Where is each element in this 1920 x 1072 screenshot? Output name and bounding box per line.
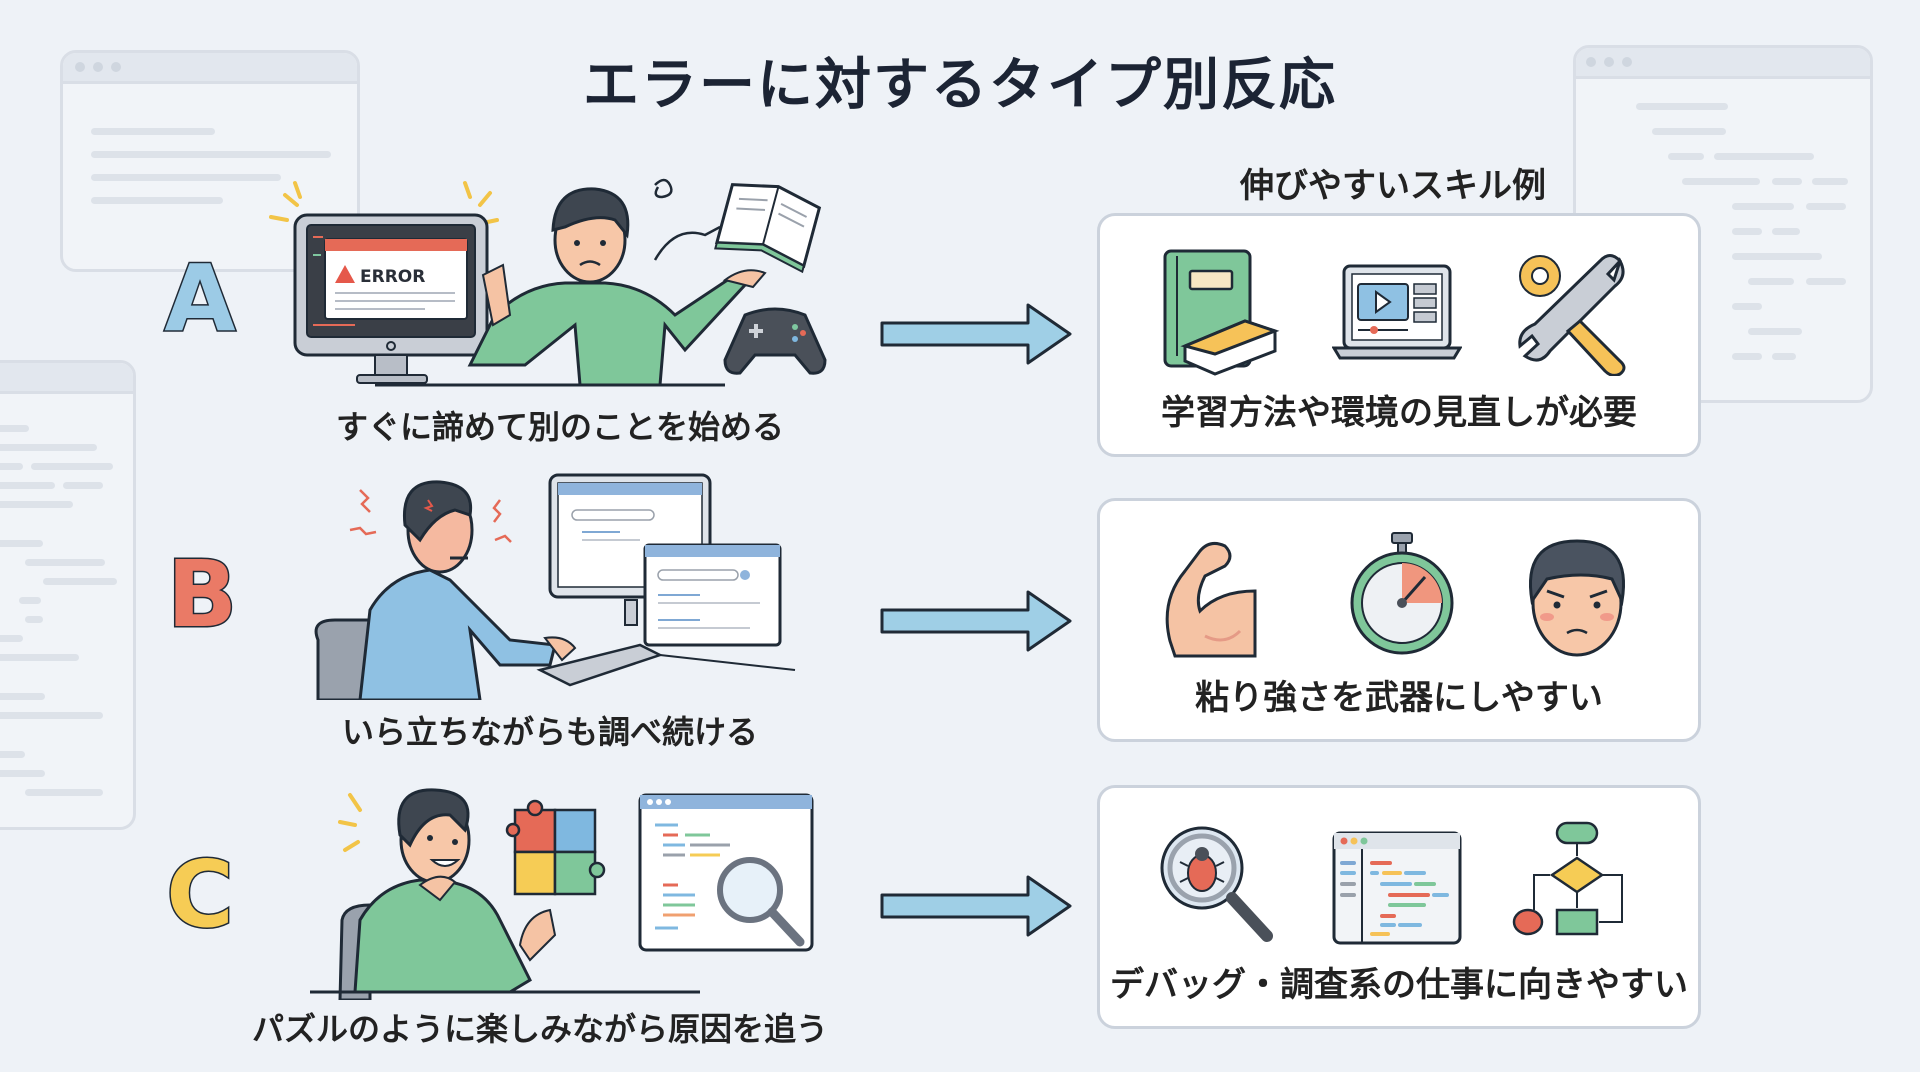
type-c-letter: C — [165, 852, 236, 932]
illustration-type-b — [314, 473, 796, 700]
arrow-type-c — [880, 875, 1072, 937]
smiling-person-icon — [353, 788, 557, 994]
game-controller-icon — [723, 307, 827, 375]
background-window-left — [0, 360, 136, 830]
arrow-type-a — [880, 303, 1072, 365]
skill-card-type-a: 学習方法や環境の見直しが必要 — [1097, 213, 1701, 457]
skills-heading: 伸びやすいスキル例 — [1240, 166, 1546, 206]
skill-card-type-b: 粘り強さを武器にしやすい — [1097, 498, 1701, 742]
frustrated-person-typing-icon — [358, 480, 577, 700]
anger-lines-icon — [349, 489, 512, 543]
bug-magnifier-icon — [1160, 826, 1273, 942]
type-a-letter-text: A — [164, 258, 235, 338]
confused-person-icon — [467, 187, 767, 387]
books-icon — [1163, 249, 1280, 376]
skill-card-type-c: デバッグ・調査系の仕事に向きやすい — [1097, 785, 1701, 1029]
type-a-reaction: すぐに諦めて別のことを始める — [335, 408, 784, 446]
idea-sparkle-icon — [338, 793, 362, 852]
puzzle-icon — [505, 799, 606, 896]
background-window-top-left — [60, 50, 360, 272]
determined-face-icon — [1529, 539, 1625, 657]
illustration-type-a: ERROR — [269, 178, 827, 387]
type-c-reaction: パズルのように楽しみながら原因を追う — [251, 1010, 828, 1048]
background-window-top-right — [1573, 45, 1873, 403]
type-a-letter: A — [163, 258, 237, 338]
skill-label-type-c: デバッグ・調査系の仕事に向きやすい — [1110, 965, 1688, 1005]
arrow-type-b — [880, 590, 1072, 652]
skill-label-type-b: 粘り強さを武器にしやすい — [1195, 678, 1603, 718]
curved-arrow-icon — [653, 225, 721, 261]
type-b-reaction: いら立ちながらも調べ続ける — [341, 713, 758, 751]
code-editor-icon — [1332, 831, 1462, 945]
skill-label-type-a: 学習方法や環境の見直しが必要 — [1161, 393, 1637, 433]
video-laptop-icon — [1332, 264, 1462, 360]
flowchart-icon — [1512, 821, 1623, 936]
type-c-letter-text: C — [166, 852, 234, 932]
monitor-error-icon: ERROR — [293, 213, 489, 384]
flexed-arm-icon — [1165, 541, 1257, 658]
gear-wrench-icon — [1518, 254, 1626, 376]
type-b-letter-text: B — [167, 552, 237, 632]
book-icon — [714, 183, 822, 274]
stopwatch-icon — [1350, 532, 1454, 655]
illustration-type-c — [310, 788, 814, 1000]
code-magnifier-icon — [638, 793, 814, 952]
type-b-letter: B — [165, 552, 238, 632]
page-title: エラーに対するタイプ別反応 — [583, 53, 1337, 118]
error-popup-text: ERROR — [360, 267, 425, 287]
browser-search-icon — [548, 473, 782, 647]
